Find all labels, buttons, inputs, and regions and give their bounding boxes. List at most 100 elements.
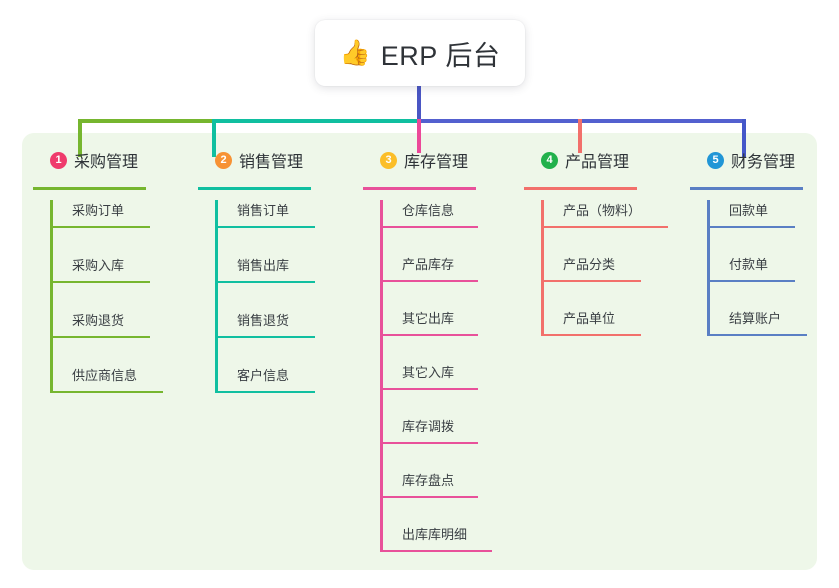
leaf-label: 库存盘点: [402, 473, 455, 488]
leaf-item[interactable]: 销售出库: [215, 255, 315, 283]
root-node-title: ERP 后台: [380, 40, 501, 71]
leaf-rule: [380, 226, 478, 228]
column-spine-5: [707, 200, 710, 335]
leaf-rule: [380, 496, 478, 498]
leaf-item[interactable]: 回款单: [707, 200, 795, 228]
connector-bus-teal: [212, 119, 419, 123]
leaf-label: 销售出库: [237, 258, 290, 273]
leaf-label: 仓库信息: [402, 203, 455, 218]
column-spine-4: [541, 200, 544, 335]
leaf-item[interactable]: 库存调拨: [380, 416, 478, 444]
column-title-3: 库存管理: [404, 154, 469, 171]
leaf-rule: [215, 391, 315, 393]
connector-drop-5: [742, 119, 746, 157]
column-header-2[interactable]: 2 销售管理: [198, 149, 303, 171]
diagram-panel: [22, 133, 817, 570]
leaf-rule: [380, 280, 478, 282]
leaf-rule: [50, 336, 150, 338]
leaf-item[interactable]: 客户信息: [215, 365, 315, 393]
leaf-label: 产品库存: [402, 257, 455, 272]
leaf-label: 产品（物料）: [563, 203, 642, 218]
column-badge-1: 1: [50, 151, 67, 169]
leaf-label: 供应商信息: [72, 368, 138, 383]
leaf-rule: [215, 281, 315, 283]
leaf-rule: [50, 281, 150, 283]
leaf-item[interactable]: 结算账户: [707, 308, 807, 336]
connector-drop-2: [212, 119, 216, 157]
leaf-rule: [707, 334, 807, 336]
leaf-item[interactable]: 采购入库: [50, 255, 150, 283]
column-rule-4: [524, 187, 637, 190]
leaf-item[interactable]: 付款单: [707, 254, 795, 282]
leaf-rule: [50, 226, 150, 228]
leaf-label: 销售订单: [237, 203, 290, 218]
leaf-item[interactable]: 产品分类: [541, 254, 641, 282]
thumbs-up-icon: 👍: [339, 38, 371, 67]
leaf-label: 产品单位: [563, 311, 616, 326]
leaf-label: 产品分类: [563, 257, 616, 272]
connector-bus-green: [78, 119, 214, 123]
leaf-label: 回款单: [729, 203, 769, 218]
column-title-5: 财务管理: [731, 154, 796, 171]
leaf-item[interactable]: 库存盘点: [380, 470, 478, 498]
leaf-item[interactable]: 销售订单: [215, 200, 315, 228]
leaf-rule: [380, 388, 478, 390]
connector-drop-4: [578, 119, 582, 153]
leaf-label: 客户信息: [237, 368, 290, 383]
leaf-item[interactable]: 产品（物料）: [541, 200, 668, 228]
leaf-rule: [215, 336, 315, 338]
leaf-item[interactable]: 采购订单: [50, 200, 150, 228]
leaf-label: 销售退货: [237, 313, 290, 328]
leaf-item[interactable]: 销售退货: [215, 310, 315, 338]
column-rule-3: [363, 187, 476, 190]
leaf-item[interactable]: 供应商信息: [50, 365, 163, 393]
column-badge-5: 5: [707, 151, 724, 169]
column-spine-2: [215, 200, 218, 392]
leaf-label: 采购订单: [72, 203, 125, 218]
connector-trunk: [417, 86, 421, 121]
leaf-label: 其它入库: [402, 365, 455, 380]
leaf-rule: [707, 226, 795, 228]
column-header-1[interactable]: 1 采购管理: [33, 149, 138, 171]
column-header-4[interactable]: 4 产品管理: [524, 149, 629, 171]
column-title-1: 采购管理: [74, 154, 139, 171]
leaf-label: 采购退货: [72, 313, 125, 328]
leaf-item[interactable]: 其它入库: [380, 362, 478, 390]
column-rule-5: [690, 187, 803, 190]
connector-drop-1: [78, 119, 82, 157]
leaf-rule: [541, 280, 641, 282]
leaf-rule: [215, 226, 315, 228]
leaf-item[interactable]: 产品单位: [541, 308, 641, 336]
leaf-item[interactable]: 仓库信息: [380, 200, 478, 228]
column-title-2: 销售管理: [239, 154, 304, 171]
leaf-rule: [50, 391, 163, 393]
leaf-label: 结算账户: [729, 311, 782, 326]
connector-drop-3: [417, 119, 421, 153]
leaf-item[interactable]: 产品库存: [380, 254, 478, 282]
column-rule-2: [198, 187, 311, 190]
root-node-card[interactable]: 👍 ERP 后台: [315, 20, 525, 86]
leaf-rule: [380, 550, 492, 552]
leaf-item[interactable]: 出库库明细: [380, 524, 492, 552]
column-rule-1: [33, 187, 146, 190]
column-title-4: 产品管理: [565, 154, 630, 171]
column-header-3[interactable]: 3 库存管理: [363, 149, 468, 171]
leaf-label: 付款单: [729, 257, 769, 272]
column-spine-3: [380, 200, 383, 551]
leaf-rule: [541, 226, 668, 228]
leaf-rule: [380, 442, 478, 444]
leaf-label: 采购入库: [72, 258, 125, 273]
column-badge-4: 4: [541, 151, 558, 169]
leaf-label: 库存调拨: [402, 419, 455, 434]
leaf-item[interactable]: 其它出库: [380, 308, 478, 336]
column-badge-2: 2: [215, 151, 232, 169]
leaf-rule: [707, 280, 795, 282]
column-spine-1: [50, 200, 53, 392]
leaf-label: 其它出库: [402, 311, 455, 326]
column-header-5[interactable]: 5 财务管理: [690, 149, 795, 171]
leaf-label: 出库库明细: [402, 527, 468, 542]
leaf-rule: [380, 334, 478, 336]
leaf-rule: [541, 334, 641, 336]
column-badge-3: 3: [380, 151, 397, 169]
leaf-item[interactable]: 采购退货: [50, 310, 150, 338]
